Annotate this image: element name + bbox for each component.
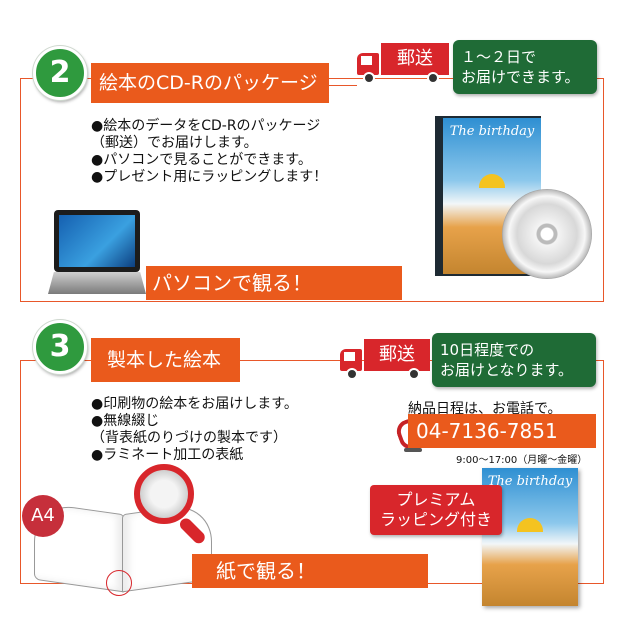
list-item: ●ラミネート加工の表紙	[91, 447, 244, 463]
section3-number-badge: 3	[33, 320, 87, 374]
truck-icon: 郵送	[340, 339, 430, 381]
list-item: （郵送）でお届けします。	[91, 135, 258, 151]
premium-book-image: The birthday	[482, 468, 578, 606]
phone-number[interactable]: 04-7136-7851	[408, 414, 596, 448]
cd-disc-image	[502, 189, 592, 279]
section2-title: 絵本のCD-Rのパッケージ	[91, 63, 329, 103]
section2-title-line	[329, 85, 357, 86]
list-item: ●印刷物の絵本をお届けします。	[91, 396, 298, 412]
contact-label: 納品日程は、お電話で。	[408, 401, 562, 417]
list-item: （背表紙のりづけの製本です）	[91, 430, 287, 446]
section2-shipping-label: 郵送	[381, 43, 449, 75]
section2-view-label: パソコンで観る！	[146, 266, 402, 300]
laptop-icon	[48, 210, 146, 296]
list-item: ●プレゼント用にラッピングします！	[91, 169, 328, 185]
business-hours: 9:00～17:00（月曜～金曜）	[456, 455, 588, 466]
section2-number-badge: 2	[33, 46, 87, 100]
section3-title-line	[240, 360, 340, 361]
section3-delivery-time: 10日程度での お届けとなります。	[432, 333, 596, 387]
magnifier-icon	[134, 464, 220, 548]
list-item: ●無線綴じ	[91, 413, 160, 429]
section3-bullets: ●印刷物の絵本をお届けします。 ●無線綴じ （背表紙のりづけの製本です） ●ラミ…	[91, 396, 298, 464]
list-item: ●パソコンで見ることができます。	[91, 152, 312, 168]
section2-bullets: ●絵本のデータをCD-Rのパッケージ （郵送）でお届けします。 ●パソコンで見る…	[91, 118, 327, 186]
phone-icon	[393, 417, 423, 454]
section3-shipping-label: 郵送	[364, 339, 430, 371]
truck-icon: 郵送	[357, 43, 449, 85]
size-badge: A4	[22, 495, 64, 537]
section3-view-label: 紙で観る！	[192, 554, 428, 588]
list-item: ●絵本のデータをCD-Rのパッケージ	[91, 118, 321, 134]
section3-title: 製本した絵本	[91, 338, 240, 382]
section2-delivery-time: １～２日で お届けできます。	[453, 40, 597, 94]
premium-wrapping-badge: プレミアム ラッピング付き	[370, 485, 502, 535]
spine-highlight-circle	[106, 570, 132, 596]
